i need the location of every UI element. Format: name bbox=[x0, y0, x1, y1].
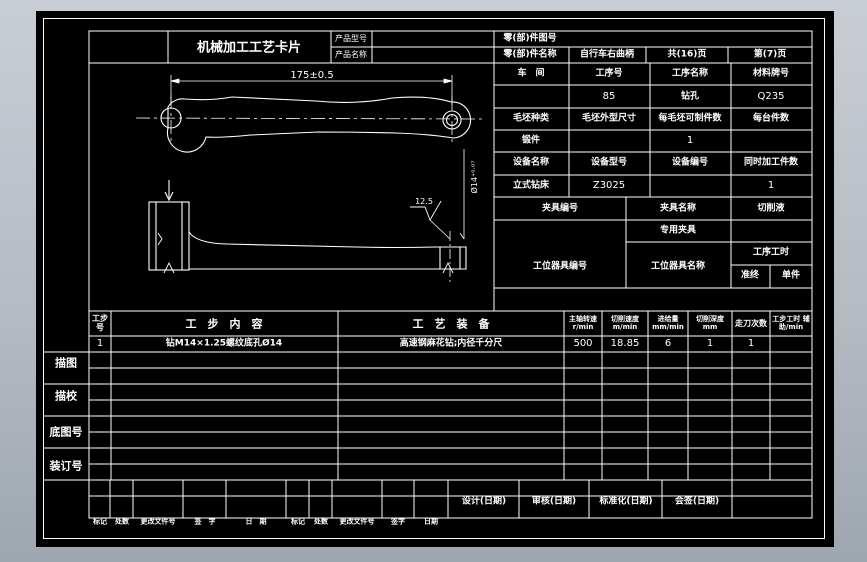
count-label-2: 处数 bbox=[314, 517, 328, 526]
card-title: 机械加工工艺卡片 bbox=[196, 40, 302, 56]
base-drawing-no-label: 底图号 bbox=[49, 425, 83, 439]
standardize-date-label: 标准化(日期) bbox=[599, 496, 653, 507]
step-equipment-header: 工 艺 装 备 bbox=[412, 317, 490, 331]
step-time-header: 工步工时 辅助/min bbox=[772, 315, 810, 331]
step-row-no: 1 bbox=[96, 338, 104, 349]
date-label-2: 日期 bbox=[424, 517, 438, 526]
pieces-per-blank-value: 1 bbox=[686, 135, 694, 146]
step-row-equipment: 高速钢麻花钻;内径千分尺 bbox=[399, 338, 503, 349]
step-content-header: 工 步 内 容 bbox=[185, 317, 263, 331]
length-dimension: 175±0.5 bbox=[290, 70, 334, 81]
step-row-passes: 1 bbox=[747, 338, 755, 349]
part-name-label: 零(部)件名称 bbox=[503, 49, 557, 60]
depth-header: 切削深度 mm bbox=[696, 315, 724, 331]
process-card-grid bbox=[43, 30, 813, 519]
unit-time-label: 单件 bbox=[781, 270, 801, 281]
step-row-cutting-speed: 18.85 bbox=[610, 338, 640, 349]
workshop-label: 车 间 bbox=[517, 68, 545, 79]
step-row-feed: 6 bbox=[664, 338, 672, 349]
passes-header: 走刀次数 bbox=[735, 319, 767, 328]
binding-no-label: 装订号 bbox=[49, 459, 83, 473]
step-row-depth: 1 bbox=[706, 338, 714, 349]
part-drawing bbox=[135, 75, 485, 283]
equipment-name-value: 立式钻床 bbox=[512, 180, 550, 191]
setup-time-label: 准终 bbox=[740, 270, 760, 281]
product-name-label: 产品名称 bbox=[335, 50, 367, 59]
review-date-label: 审核(日期) bbox=[531, 496, 577, 507]
trace-check-label: 描校 bbox=[55, 389, 77, 403]
simultaneous-parts-label: 同时加工件数 bbox=[743, 157, 799, 168]
feed-header: 进给量 mm/min bbox=[652, 315, 684, 331]
drawing-sheet: 机械加工工艺卡片 产品型号 产品名称 零(部)件图号 零(部)件名称 自行车右曲… bbox=[36, 11, 834, 547]
mark-label: 标记 bbox=[93, 517, 107, 526]
equipment-name-label: 设备名称 bbox=[512, 157, 550, 168]
mark-label-2: 标记 bbox=[291, 517, 305, 526]
product-model-label: 产品型号 bbox=[335, 34, 367, 43]
sheet-frame bbox=[43, 18, 825, 539]
count-label: 处数 bbox=[115, 517, 129, 526]
countersign-date-label: 会签(日期) bbox=[674, 496, 720, 507]
design-date-label: 设计(日期) bbox=[461, 496, 507, 507]
process-no-value: 85 bbox=[602, 91, 616, 102]
change-doc-no-label: 更改文件号 bbox=[140, 517, 176, 526]
page-number: 第(7)页 bbox=[753, 49, 787, 60]
station-tool-name-label: 工位器具名称 bbox=[650, 261, 706, 272]
fixture-name-label: 夹具名称 bbox=[659, 203, 697, 214]
simultaneous-parts-value: 1 bbox=[767, 180, 775, 191]
process-no-label: 工序号 bbox=[595, 68, 623, 79]
signature-label: 签 字 bbox=[194, 517, 216, 526]
diameter-dimension: Ø14⁺⁰·⁰⁷ bbox=[470, 160, 479, 194]
blank-type-label: 毛坯种类 bbox=[512, 113, 550, 124]
process-name-label: 工序名称 bbox=[671, 68, 709, 79]
fixture-name-value: 专用夹具 bbox=[659, 225, 697, 236]
blank-size-label: 毛坯外型尺寸 bbox=[581, 113, 637, 124]
coolant-label: 切削液 bbox=[757, 203, 785, 214]
material-value: Q235 bbox=[757, 91, 785, 102]
process-name-value: 钻孔 bbox=[680, 91, 700, 102]
equipment-model-value: Z3025 bbox=[592, 180, 626, 191]
cutting-speed-header: 切削速度 m/min bbox=[611, 315, 639, 331]
process-time-label: 工序工时 bbox=[752, 247, 790, 258]
step-row-spindle-speed: 500 bbox=[573, 338, 593, 349]
fixture-no-label: 夹具编号 bbox=[541, 203, 579, 214]
part-drawing-no-label: 零(部)件图号 bbox=[503, 33, 557, 44]
step-row-content: 钻M14×1.25螺纹底孔Ø14 bbox=[165, 338, 283, 349]
date-label: 日 期 bbox=[245, 517, 267, 526]
spindle-speed-header: 主轴转速 r/min bbox=[569, 315, 597, 331]
blank-type-value: 锻件 bbox=[521, 135, 541, 146]
change-doc-no-label-2: 更改文件号 bbox=[339, 517, 375, 526]
signature-label-2: 签字 bbox=[391, 517, 405, 526]
part-name-value: 自行车右曲柄 bbox=[579, 49, 635, 60]
total-pages: 共(16)页 bbox=[667, 49, 707, 60]
pieces-per-blank-label: 每毛坯可制件数 bbox=[658, 113, 722, 124]
pieces-per-unit-label: 每台件数 bbox=[752, 113, 790, 124]
step-no-header: 工步号 bbox=[92, 314, 108, 332]
roughness-value: 12.5 bbox=[415, 197, 433, 206]
equipment-no-label: 设备编号 bbox=[671, 157, 709, 168]
equipment-model-label: 设备型号 bbox=[590, 157, 628, 168]
station-tool-no-label: 工位器具编号 bbox=[532, 261, 588, 272]
material-label: 材料牌号 bbox=[752, 68, 790, 79]
trace-label: 描图 bbox=[55, 356, 77, 370]
